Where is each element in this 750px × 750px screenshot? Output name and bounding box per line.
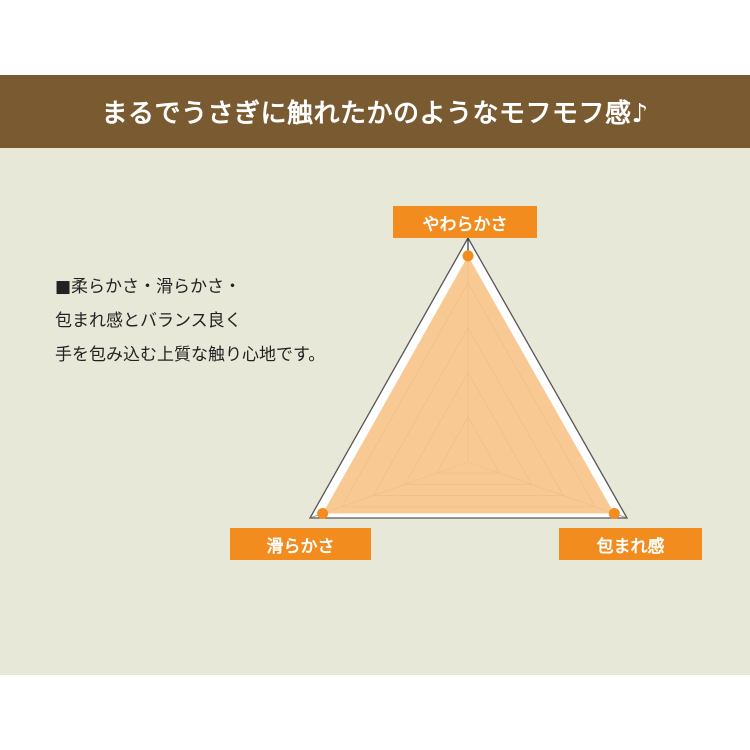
radar-data-area bbox=[322, 255, 615, 514]
description-line: ■柔らかさ・滑らかさ・ bbox=[55, 277, 242, 297]
description-line: 手を包み込む上質な触り心地です。 bbox=[55, 345, 326, 365]
description-line: 包まれ感とバランス良く bbox=[55, 311, 242, 331]
radar-data-point bbox=[317, 508, 329, 520]
axis-label-text: 包まれ感 bbox=[596, 536, 665, 557]
header-banner: まるでうさぎに触れたかのようなモフモフ感♪ bbox=[0, 75, 750, 148]
header-title: まるでうさぎに触れたかのようなモフモフ感♪ bbox=[101, 99, 649, 129]
description: ■柔らかさ・滑らかさ・ 包まれ感とバランス良く 手を包み込む上質な触り心地です。 bbox=[55, 270, 325, 372]
axis-label-text: 滑らかさ bbox=[266, 536, 335, 557]
axis-label-text: やわらかさ bbox=[422, 214, 508, 235]
axis-label-yawarakasa: やわらかさ bbox=[393, 206, 537, 238]
axis-label-tsutsumarekan: 包まれ感 bbox=[559, 528, 702, 560]
axis-label-namerakasa: 滑らかさ bbox=[230, 528, 371, 560]
radar-data-point bbox=[462, 250, 474, 262]
radar-data-point bbox=[608, 508, 620, 520]
